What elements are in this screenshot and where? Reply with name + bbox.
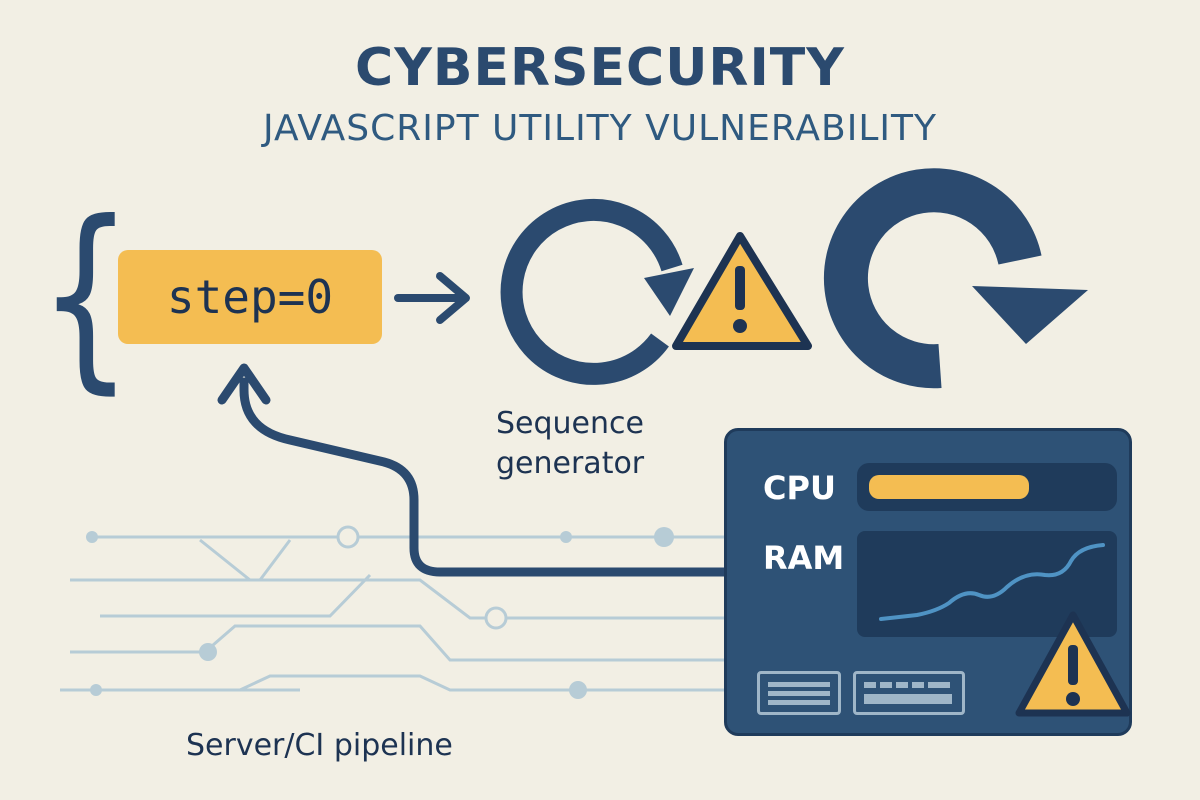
cpu-usage-bar	[857, 463, 1117, 511]
ram-label: RAM	[763, 539, 845, 577]
server-module-icon	[757, 671, 841, 715]
title: CYBERSECURITY	[355, 38, 845, 98]
resource-monitor-panel: CPU RAM	[724, 428, 1132, 736]
loop-arrow-icon	[500, 198, 694, 385]
warning-icon	[672, 232, 812, 350]
ram-usage-line	[879, 543, 1105, 621]
sequence-generator-label: Sequence generator	[496, 404, 696, 484]
warning-icon	[1015, 611, 1131, 717]
cpu-label: CPU	[763, 469, 836, 507]
server-module-lines	[768, 682, 830, 705]
circuit-nodes	[86, 525, 674, 699]
pipeline-label: Server/CI pipeline	[186, 728, 453, 763]
step-code-box: step=0	[118, 250, 382, 344]
step-code-text: step=0	[166, 270, 334, 324]
memory-module-icon	[853, 671, 965, 715]
arrow-right-icon	[394, 272, 470, 324]
sequence-generator-text: Sequence generator	[496, 406, 645, 481]
subtitle: JAVASCRIPT UTILITY VULNERABILITY	[263, 108, 937, 149]
left-brace-icon: {	[38, 179, 134, 412]
cpu-usage-fill	[869, 475, 1029, 499]
large-loop-arrow-icon	[823, 168, 1088, 389]
return-arrow-icon	[217, 363, 735, 577]
memory-module-cells	[864, 682, 952, 704]
circuit-lines-icon	[60, 535, 730, 692]
